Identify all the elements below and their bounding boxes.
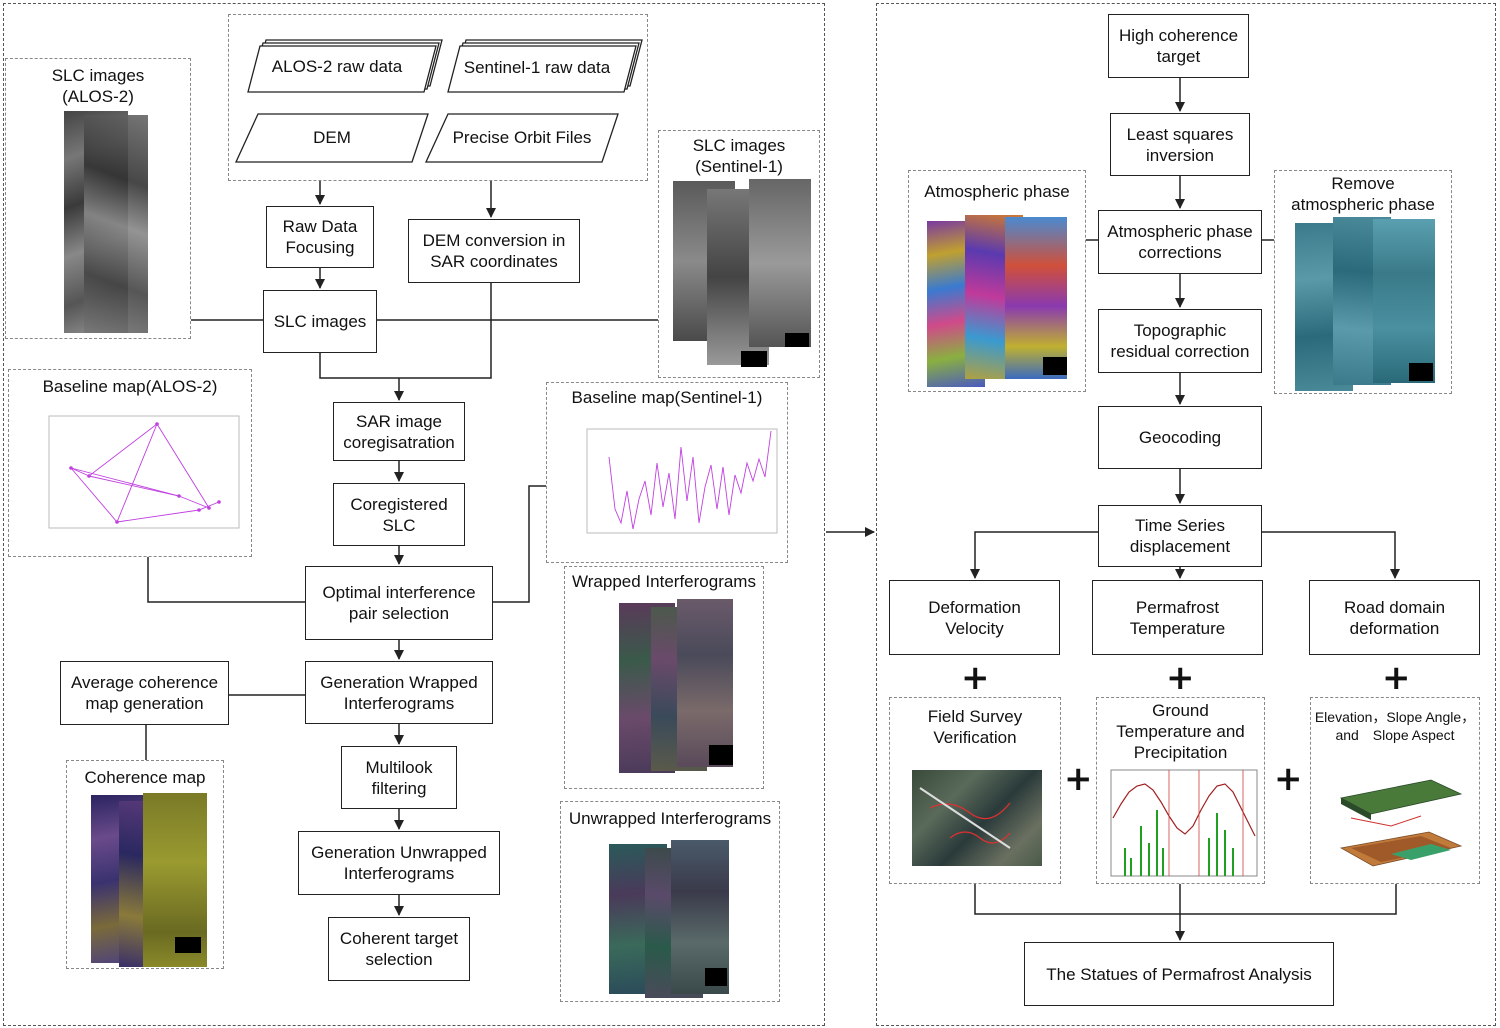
least-squares-label: Least squares inversion [1126,124,1234,165]
optimal-pair-box: Optimal interference pair selection [305,566,493,640]
road-domain-box: Road domain deformation [1309,580,1480,655]
time-series-box: Time Series displacement [1098,505,1262,567]
slc-sentinel1-group: SLC images (Sentinel-1) [658,130,820,378]
slc-alos2-title: SLC images (ALOS-2) [51,66,145,106]
average-coherence-box: Average coherence map generation [60,661,229,725]
multilook-box: Multilook filtering [341,746,457,809]
remove-atmospheric-title: Remove atmospheric phase [1291,174,1435,214]
atmospheric-phase-title: Atmospheric phase [924,182,1070,201]
field-survey-map [912,770,1042,866]
average-coherence-label: Average coherence map generation [70,673,219,713]
deformation-velocity-label: Deformation Velocity [928,597,1021,638]
baseline-alos2-title: Baseline map(ALOS-2) [42,377,218,396]
permafrost-temperature-box: Permafrost Temperature [1092,580,1263,655]
coherent-target-box: Coherent target selection [328,917,470,981]
slc-images-label: SLC images [273,312,367,331]
atmospheric-correction-label: Atmospheric phase corrections [1107,222,1253,262]
least-squares-box: Least squares inversion [1110,113,1250,176]
elevation-group: Elevation，Slope Angle， and Slope Aspect [1310,697,1480,884]
sentinel1-raw-data-label: Sentinel-1 raw data [463,58,611,77]
permafrost-temperature-label: Permafrost Temperature [1129,597,1226,638]
baseline-sentinel1-plot [586,428,778,534]
ground-temperature-title: Ground Temperature and Precipitation [1116,701,1245,762]
field-survey-title: Field Survey Verification [927,707,1023,747]
generation-unwrapped-label: Generation Unwrapped Interferograms [311,843,487,883]
alos2-raw-data-label: ALOS-2 raw data [271,57,403,76]
baseline-sentinel1-group: Baseline map(Sentinel-1) [546,382,788,563]
remove-atmospheric-image-3 [1373,219,1435,383]
temperature-precipitation-plot [1110,769,1258,877]
wrapped-interferograms-title: Wrapped Interferograms [572,572,756,591]
raw-data-focusing-box: Raw Data Focusing [266,206,374,268]
field-survey-group: Field Survey Verification [889,697,1061,884]
remove-atmospheric-group: Remove atmospheric phase [1274,170,1452,394]
optimal-pair-label: Optimal interference pair selection [322,583,476,623]
slc-alos2-image-2 [84,115,148,333]
unwrapped-interferograms-title: Unwrapped Interferograms [568,809,772,828]
plus-icon: + [1382,658,1411,698]
coregistered-slc-label: Coregistered SLC [350,494,448,535]
dem-label: DEM [313,128,351,147]
generation-wrapped-label: Generation Wrapped Interferograms [320,672,478,713]
geocoding-label: Geocoding [1138,428,1222,447]
elevation-title: Elevation，Slope Angle， and Slope Aspect [1314,709,1476,743]
geocoding-box: Geocoding [1098,406,1262,469]
black-mask [709,745,733,765]
black-mask [175,937,201,953]
topographic-correction-label: Topographic residual correction [1110,321,1250,361]
baseline-sentinel1-title: Baseline map(Sentinel-1) [571,388,763,407]
sar-coregistration-box: SAR image coregisatration [333,402,465,461]
dem-conversion-box: DEM conversion in SAR coordinates [408,219,580,283]
wrapped-image-3 [677,599,733,767]
generation-wrapped-box: Generation Wrapped Interferograms [305,661,493,724]
black-mask [1409,363,1433,381]
generation-unwrapped-box: Generation Unwrapped Interferograms [298,831,500,895]
black-mask [1043,357,1067,375]
slc-sentinel1-title: SLC images (Sentinel-1) [692,136,786,176]
coherent-target-label: Coherent target selection [339,929,459,969]
slc-sentinel1-image-3 [749,179,811,347]
permafrost-analysis-label: The Statues of Permafrost Analysis [1046,964,1312,984]
coherence-map-group: Coherence map [66,760,224,969]
deformation-velocity-box: Deformation Velocity [889,580,1060,655]
atmospheric-phase-image-3 [1005,217,1067,379]
plus-icon: + [961,658,990,698]
left-panel [3,3,825,1026]
unwrapped-interferograms-group: Unwrapped Interferograms [560,801,780,1002]
baseline-alos2-plot [48,415,240,529]
slc-images-box: SLC images [263,290,377,353]
sar-coregistration-label: SAR image coregisatration [343,411,455,452]
slc-alos2-group: SLC images (ALOS-2) [5,58,191,339]
plus-icon: + [1064,759,1093,799]
field-survey-overlay [919,787,1011,849]
precise-orbit-files-label: Precise Orbit Files [452,128,592,147]
black-mask-2 [785,333,809,347]
dem-conversion-label: DEM conversion in SAR coordinates [422,231,566,271]
high-coherence-target-box: High coherence target [1108,14,1249,78]
right-panel [876,3,1496,1026]
wrapped-interferograms-group: Wrapped Interferograms [564,566,764,789]
atmospheric-phase-group: Atmospheric phase [908,170,1086,392]
baseline-alos2-group: Baseline map(ALOS-2) [8,369,252,557]
plus-icon: + [1274,759,1303,799]
black-mask [705,968,727,986]
road-domain-label: Road domain deformation [1343,597,1446,638]
topographic-correction-box: Topographic residual correction [1098,309,1262,373]
plus-icon: + [1166,658,1195,698]
high-coherence-target-label: High coherence target [1118,26,1239,66]
ground-temperature-group: Ground Temperature and Precipitation [1096,697,1265,884]
elevation-3d-plot [1339,779,1463,867]
multilook-label: Multilook filtering [365,757,433,798]
coherence-map-title: Coherence map [84,768,206,787]
raw-data-focusing-label: Raw Data Focusing [282,217,358,257]
time-series-label: Time Series displacement [1129,516,1231,556]
black-mask [741,351,767,367]
coregistered-slc-box: Coregistered SLC [333,483,465,546]
atmospheric-correction-box: Atmospheric phase corrections [1098,210,1262,274]
permafrost-analysis-box: The Statues of Permafrost Analysis [1024,942,1334,1006]
